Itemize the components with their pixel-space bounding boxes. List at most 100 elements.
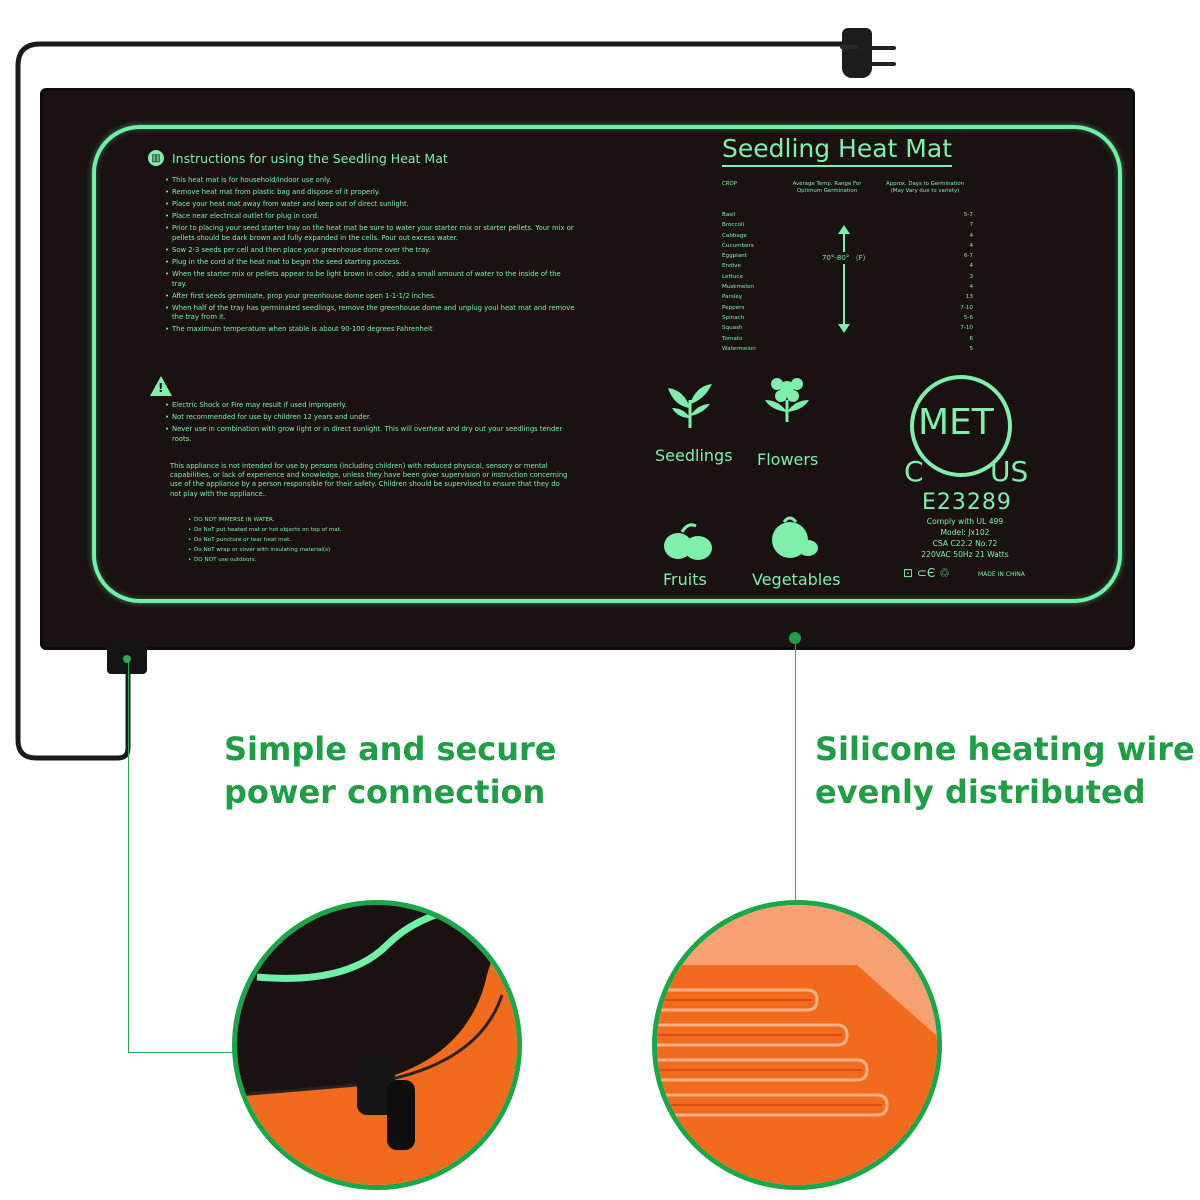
spec-lines: Comply with UL 499 Model: Jx102 CSA C22.… (900, 516, 1030, 560)
instructions-list: This heat mat is for household/indoor us… (165, 176, 575, 338)
book-icon: ▥ (148, 150, 164, 166)
crop-days: 7 (969, 222, 973, 229)
feature-line: power connection (224, 773, 546, 811)
days-column: 5-7 7 4 4 6-7 4 3 4 13 7-10 5-6 7-10 6 5 (948, 210, 973, 354)
made-in-label: MADE IN CHINA (978, 571, 1025, 578)
connector-dot (123, 655, 131, 663)
list-item: Do NoT wrap or cover with insulating mat… (188, 546, 438, 554)
met-logo: MET (918, 402, 994, 443)
donts-list: DO NOT IMMERSE IN WATER. Do NoT put heat… (188, 516, 438, 566)
crop-name: Muskmelon (722, 284, 754, 291)
seedlings-label: Seedlings (655, 446, 733, 465)
list-item: After first seeds germinate, prop your g… (165, 292, 575, 302)
warnings-list: Electric Shock or Fire may result if use… (165, 401, 575, 447)
vegetables-label: Vegetables (752, 570, 841, 589)
crop-name: Spinach (722, 314, 745, 321)
list-item: Do NoT puncture or tear heat mat. (188, 536, 438, 544)
crop-name: Parsley (722, 294, 743, 301)
list-item: DO NOT IMMERSE IN WATER. (188, 516, 438, 524)
list-item: Place your heat mat away from water and … (165, 200, 575, 210)
instructions-header: ▥ Instructions for using the Seedling He… (148, 150, 448, 166)
spec-line: 220VAC 50Hz 21 Watts (921, 550, 1009, 559)
heating-wire-closeup-drawing (657, 905, 937, 1185)
connector-closeup-image (232, 900, 522, 1190)
crop-name: Watermelon (722, 345, 756, 352)
spec-line: Model: Jx102 (940, 528, 990, 537)
list-item: Never use in combination with grow light… (165, 425, 575, 444)
warning-icon: ! (150, 376, 172, 396)
crop-days: 4 (969, 284, 973, 291)
crop-days: 6 (969, 335, 973, 342)
crop-days: 7-10 (960, 325, 973, 332)
list-item: Prior to placing your seed starter tray … (165, 224, 575, 243)
feature-line: Simple and secure (224, 730, 557, 768)
crop-days: 4 (969, 232, 973, 239)
temp-range-arrow-icon (838, 225, 850, 333)
heating-wire-closeup-image (652, 900, 942, 1190)
list-item: DO NOT use outdoors. (188, 556, 438, 564)
plug-prongs (870, 44, 898, 70)
list-item: Not recommended for use by children 12 y… (165, 413, 575, 423)
flower-icon (765, 378, 809, 422)
left-guide-line-horizontal (128, 1052, 248, 1053)
list-item: Place near electrical outlet for plug in… (165, 212, 575, 222)
crop-name: Peppers (722, 304, 745, 311)
mat-glow-border (92, 125, 1122, 603)
seedling-icon (668, 384, 712, 428)
feature-power-connection: Simple and secure power connection (224, 728, 556, 814)
spec-line: CSA C22.2 No.72 (932, 539, 998, 548)
feature-heating-wire: Silicone heating wire evenly distributed (815, 728, 1195, 814)
crop-name: Broccoli (722, 222, 745, 229)
list-item: Electric Shock or Fire may result if use… (165, 401, 575, 411)
list-item: Sow 2-3 seeds per cell and then place yo… (165, 246, 575, 256)
feature-line: evenly distributed (815, 773, 1146, 811)
crop-days: 5-6 (963, 314, 973, 321)
crop-days: 7-10 (960, 304, 973, 311)
crop-days: 5-7 (963, 212, 973, 218)
crop-name: Cabbage (722, 232, 747, 239)
col-days-header: Approx. Days to Germination (May Vary du… (885, 181, 965, 194)
crop-name: Endive (722, 263, 741, 270)
list-item: Remove heat mat from plastic bag and dis… (165, 188, 575, 198)
right-guide-line (795, 644, 796, 906)
list-item: Do NoT put heated mat or hot objects on … (188, 526, 438, 534)
crop-name: Lettuce (722, 273, 743, 280)
right-guide-dot (789, 632, 801, 644)
compliance-marks-icon: ⊡ ⊂Є ♲ (903, 566, 950, 580)
crop-days: 13 (965, 294, 973, 301)
crop-name: Squash (722, 325, 743, 332)
certification-number: E23289 (922, 490, 1012, 515)
list-item: When half of the tray has germinated see… (165, 304, 575, 323)
met-us-mark: US (990, 455, 1029, 488)
crop-days: 3 (969, 273, 973, 280)
fruit-icon (664, 523, 712, 560)
crop-days: 4 (969, 263, 973, 270)
spec-line: Comply with UL 499 (926, 517, 1004, 526)
crop-name: Tomato (722, 335, 743, 342)
met-certification-circle (910, 375, 1012, 477)
col-temp-header: Average Temp. Range For Optimum Germinat… (792, 181, 862, 194)
safety-paragraph: This appliance is not intended for use b… (170, 462, 568, 498)
power-plug-icon (840, 28, 872, 78)
list-item: Plug in the cord of the heat mat to begi… (165, 258, 575, 268)
connector-closeup-drawing (237, 905, 517, 1185)
crop-days: 5 (969, 345, 973, 352)
left-guide-line (128, 662, 129, 1052)
crop-name: Cucumbers (722, 242, 754, 249)
flowers-label: Flowers (757, 450, 819, 469)
list-item: When the starter mix or pellets appear t… (165, 270, 575, 289)
mat-title: Seedling Heat Mat (722, 134, 952, 167)
met-c-mark: C (904, 455, 924, 488)
col-crop-header: CROP (722, 181, 738, 187)
crop-days: 4 (969, 242, 973, 249)
vegetable-icon (772, 516, 818, 558)
crop-name: Basil (722, 212, 736, 218)
crop-days: 6-7 (963, 253, 973, 260)
list-item: This heat mat is for household/indoor us… (165, 176, 575, 186)
crops-column: Basil Broccoli Cabbage Cucumbers Eggplan… (722, 210, 762, 354)
instructions-title: Instructions for using the Seedling Heat… (172, 150, 448, 166)
temp-range: 70°-80° （F） (820, 252, 872, 264)
list-item: The maximum temperature when stable is a… (165, 325, 575, 335)
fruits-label: Fruits (663, 570, 707, 589)
